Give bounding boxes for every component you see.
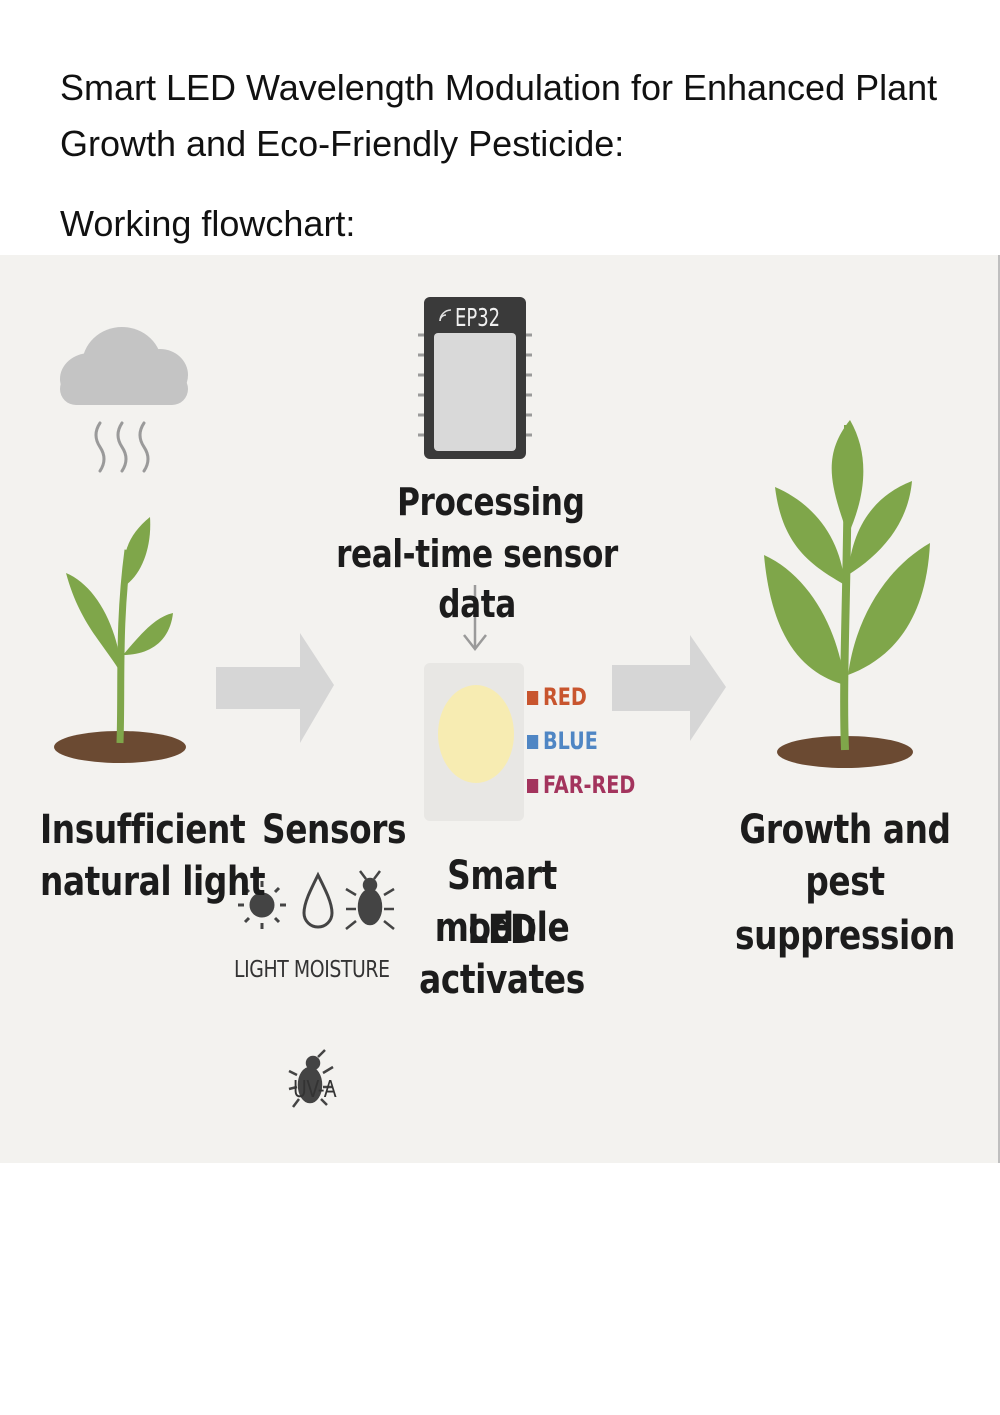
uva-bug-icon <box>288 1049 334 1108</box>
cloud-icon <box>60 327 188 405</box>
rain-icon <box>94 421 150 473</box>
wavelength-red: RED <box>527 683 587 711</box>
chip-label: EP32 <box>455 303 501 332</box>
blue-swatch-icon <box>527 735 539 749</box>
growth-line2: pest suppression <box>735 859 955 959</box>
sun-icon <box>238 881 286 929</box>
sensor-label-light-moisture: LIGHT MOISTURE <box>234 957 390 983</box>
smart-led-line3: activates <box>419 957 585 1003</box>
insufficient-light-line2: natural light <box>40 859 266 905</box>
seedling-icon <box>54 517 186 763</box>
flowchart-graphics <box>54 297 930 1108</box>
chip-icon <box>418 297 532 459</box>
flow-arrow-1 <box>216 633 334 743</box>
down-arrow <box>463 585 487 652</box>
flow-arrow-2 <box>612 635 726 741</box>
wavelength-blue: BLUE <box>527 727 598 755</box>
wavelength-blue-label: BLUE <box>543 727 598 755</box>
red-swatch-icon <box>527 691 539 705</box>
wavelength-red-label: RED <box>543 683 587 711</box>
water-drop-icon <box>302 871 334 929</box>
page-subtitle: Working flowchart: <box>60 203 356 244</box>
insufficient-light-line1: Insufficient <box>40 807 246 853</box>
processing-title: Processing <box>397 480 585 524</box>
sensors-title: Sensors <box>262 807 407 853</box>
smart-led-line2: module <box>434 905 570 951</box>
processing-subtitle: real-time sensor data <box>336 532 618 626</box>
flowchart-panel: EP32 Processing real-time sensor data RE… <box>0 255 1000 1163</box>
growth-line1: Growth and <box>739 807 951 853</box>
far-red-swatch-icon <box>527 779 539 793</box>
sensor-label-uva: UV-A <box>293 1077 337 1103</box>
grown-plant-icon <box>764 420 930 768</box>
led-light-icon <box>438 685 514 783</box>
smart-led-line1: Smart LED <box>447 853 557 953</box>
wavelength-far-red-label: FAR-RED <box>543 771 636 799</box>
wavelength-far-red: FAR-RED <box>527 771 635 799</box>
bug-icon <box>345 870 395 930</box>
page-title: Smart LED Wavelength Modulation for Enha… <box>60 67 938 164</box>
